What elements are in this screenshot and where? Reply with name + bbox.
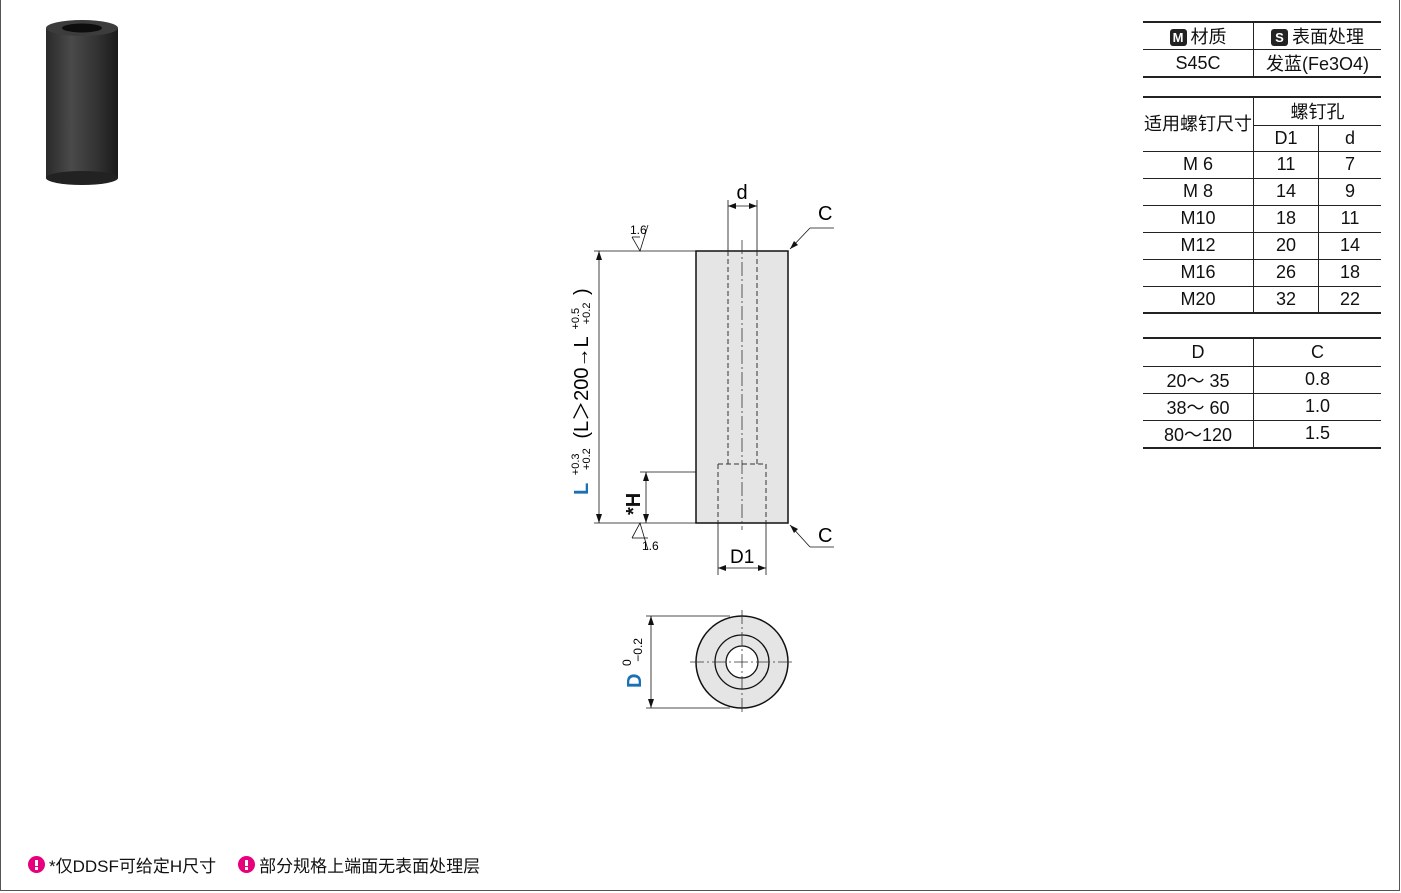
note-2: 部分规格上端面无表面处理层 [238, 852, 480, 877]
cell-D: 20～ 35 [1143, 365, 1254, 394]
alert-icon [28, 856, 45, 873]
material-value: S45C [1143, 49, 1254, 78]
col-d1-header: D1 [1253, 124, 1319, 152]
cell-d1: 20 [1253, 231, 1319, 260]
col-d-header: d [1318, 124, 1381, 152]
cell-C: 1.0 [1253, 392, 1381, 421]
col-D-header: D [1143, 337, 1254, 367]
chamfer-label-bottom: C [818, 525, 832, 547]
cell-D: 38～ 60 [1143, 392, 1254, 421]
material-badge-icon: M [1169, 29, 1187, 46]
footer-notes: *仅DDSF可给定H尺寸 部分规格上端面无表面处理层 [28, 852, 502, 877]
cell-d: 22 [1318, 285, 1381, 314]
h-label: *H [623, 493, 645, 515]
cell-screw: M10 [1143, 204, 1254, 233]
col-C-header: C [1253, 337, 1381, 367]
cell-d1: 11 [1253, 150, 1319, 179]
chamfer-label-top: C [818, 203, 832, 225]
screw-hole-header: 螺钉孔 [1253, 96, 1381, 126]
cell-d1: 18 [1253, 204, 1319, 233]
material-header: 材质 [1190, 27, 1227, 47]
cell-d: 7 [1318, 150, 1381, 179]
length-label: L +0.3 +0.2 (L＞200→L +0.5 +0.2 ) [562, 288, 595, 495]
d-label: D 0 −0.2 [614, 638, 646, 688]
surface-badge-icon: S [1271, 29, 1288, 46]
technical-drawing: d C C 1.6 1.6 L +0.3 +0.2 (L＞200→L +0.5 … [562, 182, 834, 714]
cell-d1: 26 [1253, 258, 1319, 287]
cell-d1: 32 [1253, 285, 1319, 314]
alert-icon [238, 856, 256, 873]
cell-d: 14 [1318, 231, 1381, 260]
dim-d-label: d [736, 182, 747, 204]
cell-d: 18 [1318, 258, 1381, 287]
cell-screw: M 8 [1143, 177, 1254, 206]
note-1: *仅DDSF可给定H尺寸 [28, 852, 216, 877]
screw-size-header: 适用螺钉尺寸 [1143, 96, 1254, 152]
roughness-top: 1.6 [630, 223, 647, 237]
cell-C: 1.5 [1253, 419, 1381, 449]
cell-d1: 14 [1253, 177, 1319, 206]
d1-label: D1 [730, 547, 754, 568]
cell-D: 80～120 [1143, 419, 1254, 449]
cell-screw: M12 [1143, 231, 1254, 260]
cell-d: 11 [1318, 204, 1381, 233]
cell-screw: M20 [1143, 285, 1254, 314]
note-2-text: 部分规格上端面无表面处理层 [259, 857, 481, 876]
cell-screw: M 6 [1143, 150, 1254, 179]
cell-screw: M16 [1143, 258, 1254, 287]
product-photo [46, 20, 118, 185]
surface-header: 表面处理 [1292, 27, 1364, 47]
roughness-bottom: 1.6 [642, 539, 659, 553]
surface-value: 发蓝(Fe3O4) [1253, 49, 1381, 78]
cell-C: 0.8 [1253, 365, 1381, 394]
note-1-text: *仅DDSF可给定H尺寸 [49, 857, 217, 876]
cell-d: 9 [1318, 177, 1381, 206]
